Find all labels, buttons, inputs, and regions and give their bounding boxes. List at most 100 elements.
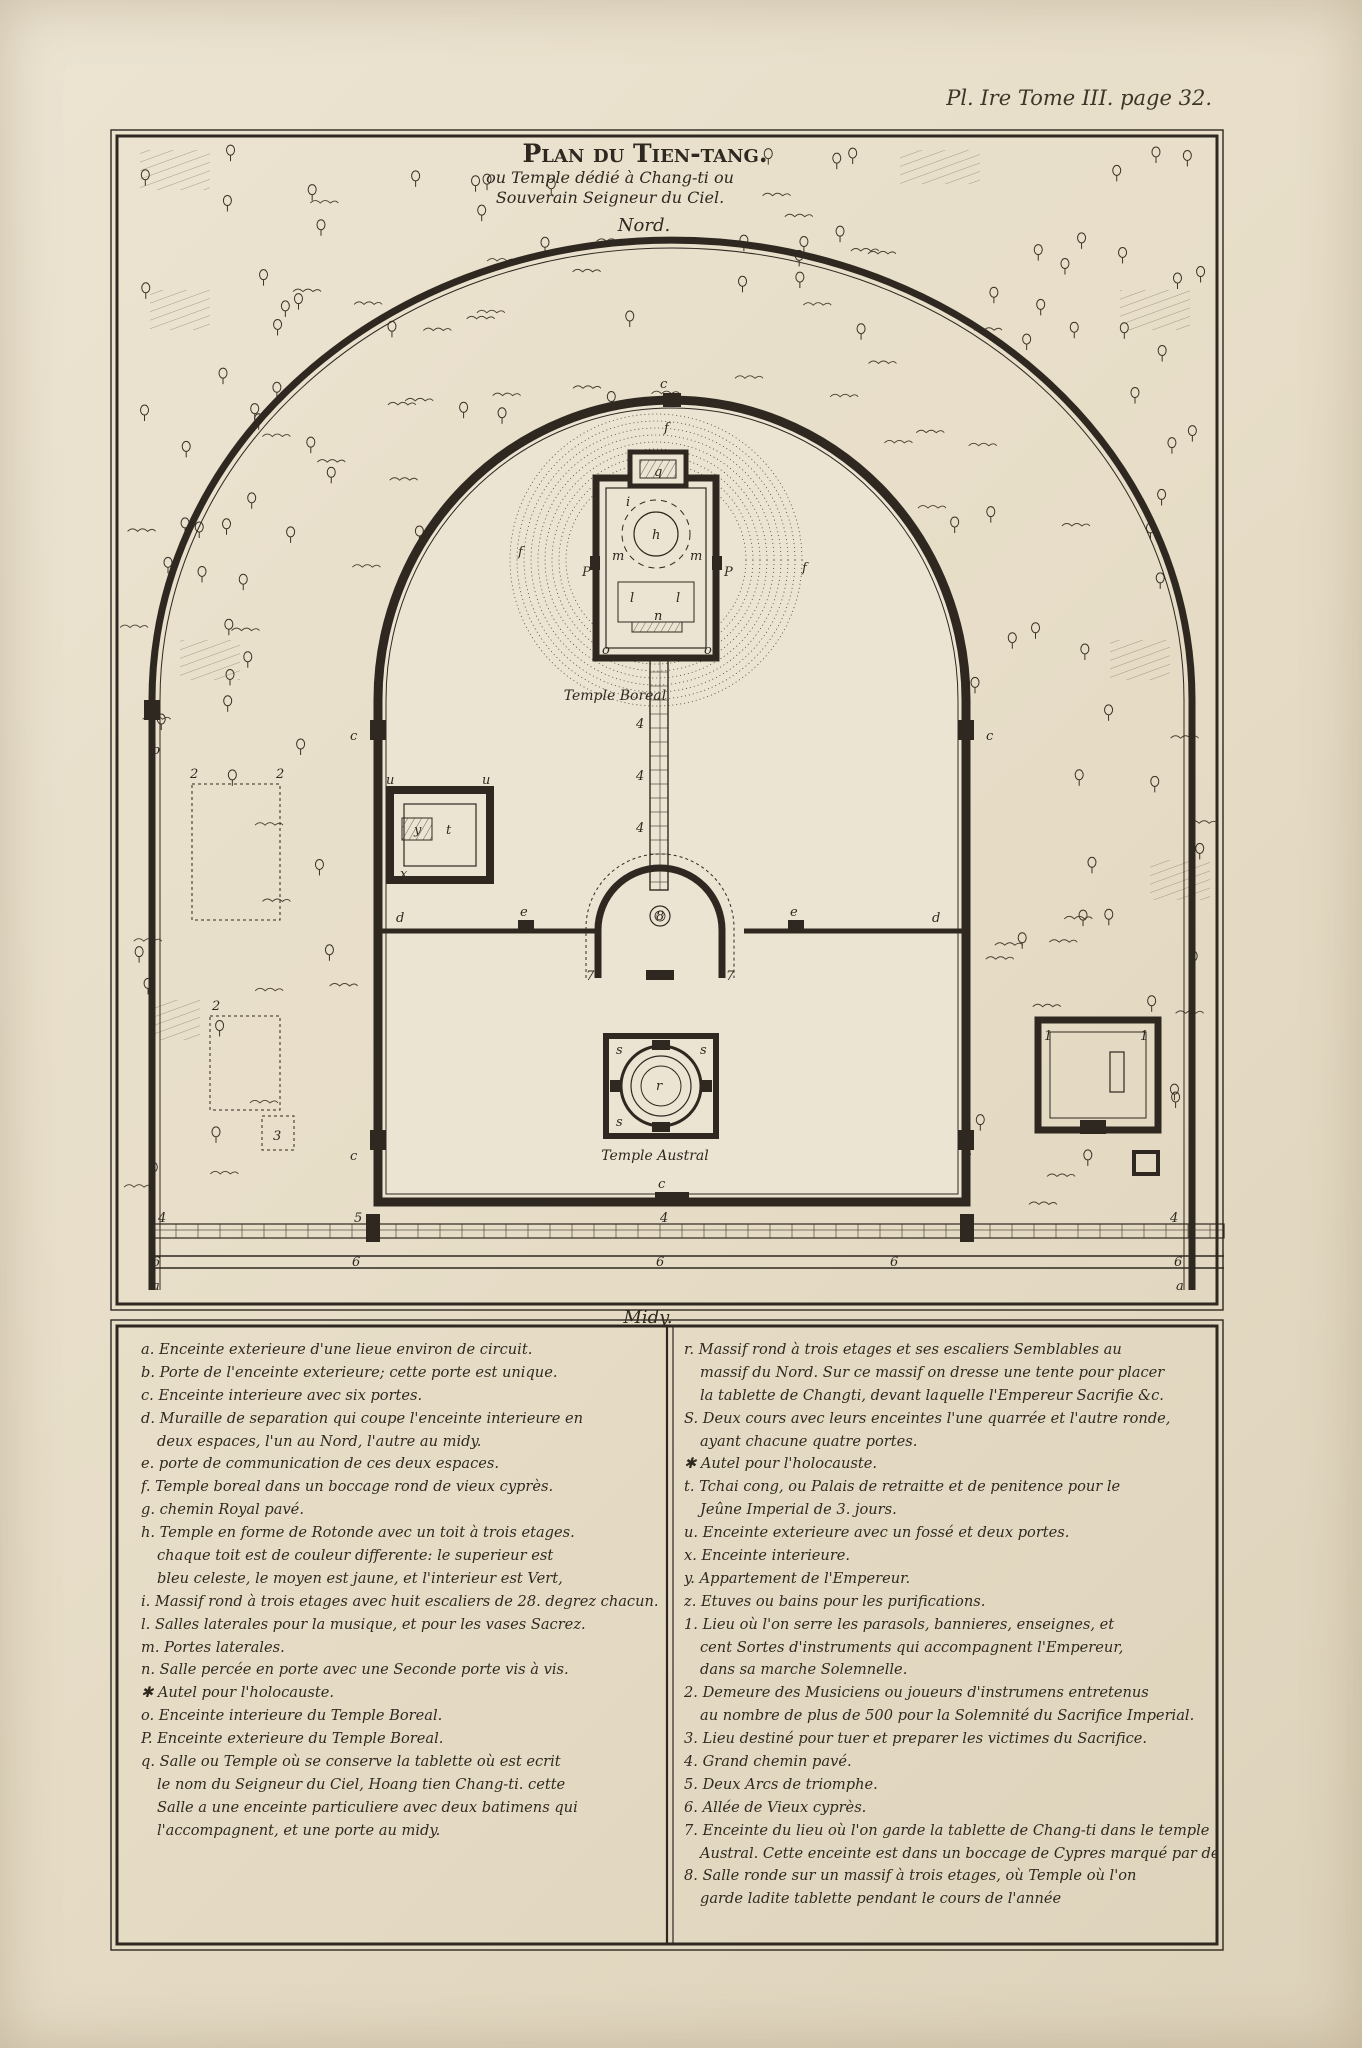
legend-line: cent Sortes d'instruments qui accompagne… <box>700 1638 1124 1656</box>
letter-c-north: c <box>660 377 668 392</box>
tree-icon <box>296 738 306 756</box>
tree-icon <box>134 946 144 963</box>
num-4-b: 4 <box>635 769 644 784</box>
legend-line: e. porte de communication de ces deux es… <box>141 1455 500 1473</box>
letter-c-ne: c <box>986 729 994 744</box>
legend-line: b. Porte de l'enceinte exterieure; cette… <box>141 1363 558 1381</box>
tree-icon <box>280 300 290 317</box>
legend-line: l. Salles laterales pour la musique, et … <box>141 1615 586 1633</box>
countryside-texture <box>119 144 1218 1206</box>
tree-icon <box>163 556 173 574</box>
separation-wall <box>382 920 962 934</box>
tree-icon <box>273 318 283 336</box>
field-patch <box>1150 860 1210 900</box>
tree-icon <box>387 320 397 338</box>
legend-table: a. Enceinte exterieure d'une lieue envir… <box>117 1327 1223 1942</box>
legend-line: n. Salle percée en porte avec une Second… <box>141 1661 569 1679</box>
grass-tuft <box>353 301 383 306</box>
tree-icon <box>795 271 805 289</box>
grass-tuft <box>1028 1201 1058 1206</box>
tree-icon <box>140 404 150 422</box>
map-subtitle-line1: ou Temple dédié à Chang-ti ou <box>486 168 734 187</box>
legend-line: P. Enceinte exterieure du Temple Boreal. <box>141 1730 444 1748</box>
letter-c-nw: c <box>350 729 358 744</box>
tree-icon <box>1112 164 1122 182</box>
tree-icon <box>1195 842 1205 860</box>
tree-icon <box>832 152 842 170</box>
tree-icon <box>324 944 334 961</box>
legend-line: u. Enceinte exterieure avec un fossé et … <box>684 1524 1070 1542</box>
num-4-road-west: 4 <box>157 1211 166 1226</box>
grass-tuft <box>1048 939 1078 943</box>
letter-e-west: e <box>520 905 528 920</box>
tree-icon <box>848 147 858 165</box>
legend-line: i. Massif rond à trois etages avec huit … <box>141 1592 659 1610</box>
field-patch <box>900 150 980 184</box>
tree-icon <box>1074 769 1084 786</box>
tree-icon <box>477 204 487 222</box>
num-4-road-mid: 4 <box>659 1211 668 1226</box>
letter-i: i <box>626 495 630 510</box>
legend-line: 6. Allée de Vieux cyprès. <box>684 1798 867 1816</box>
grass-tuft <box>404 397 434 402</box>
grass-tuft <box>133 938 163 942</box>
legend-line: g. chemin Royal pavé. <box>141 1501 304 1519</box>
grass-tuft <box>572 385 602 390</box>
grass-tuft <box>309 200 339 204</box>
legend-line: au nombre de plus de 500 pour la Solemni… <box>700 1707 1195 1725</box>
grass-tuft <box>651 390 680 395</box>
tree-icon <box>222 518 232 535</box>
field-patch <box>180 640 240 680</box>
grass-tuft <box>292 288 322 293</box>
tree-icon <box>1017 932 1027 949</box>
tree-icon <box>1157 488 1167 506</box>
legend-left-column: a. Enceinte exterieure d'une lieue envir… <box>117 1327 665 1942</box>
legend-right-column: r. Massif rond à trois etages et ses esc… <box>670 1327 1223 1942</box>
legend-line: 7. Enceinte du lieu où l'on garde la tab… <box>684 1821 1210 1839</box>
grass-tuft <box>329 983 359 987</box>
palace-of-abstinence <box>386 786 494 884</box>
grass-tuft <box>209 1170 239 1175</box>
num-2-sw: 2 <box>211 999 220 1014</box>
letter-a-east: a <box>1176 1279 1184 1294</box>
tree-icon <box>141 282 151 299</box>
legend-line: 2. Demeure des Musiciens ou joueurs d'in… <box>684 1684 1149 1702</box>
field-patch <box>1110 640 1170 680</box>
legend-line: d. Muraille de separation qui coupe l'en… <box>141 1409 584 1427</box>
letter-y: y <box>413 823 422 838</box>
legend-line: m. Portes laterales. <box>141 1638 285 1656</box>
letter-a: a <box>152 1279 160 1294</box>
temple-austral-compound <box>603 1033 719 1139</box>
grass-tuft <box>850 248 880 252</box>
legend-line: q. Salle ou Temple où se conserve la tab… <box>141 1753 561 1771</box>
tree-icon <box>1171 1091 1181 1109</box>
tree-icon <box>1007 632 1017 649</box>
num-8: 8 <box>656 909 664 924</box>
field-patch <box>140 150 210 190</box>
tree-icon <box>546 178 556 195</box>
tree-icon <box>763 148 773 165</box>
num-6-a: 6 <box>152 1255 160 1270</box>
tree-icon <box>950 516 960 533</box>
legend-line: massif du Nord. Sur ce massif on dresse … <box>700 1363 1165 1381</box>
legend-line: 8. Salle ronde sur un massif à trois eta… <box>684 1867 1137 1885</box>
tree-icon <box>625 310 635 327</box>
tree-icon <box>1151 146 1161 163</box>
letter-m-west: m <box>612 549 624 564</box>
tree-icon <box>1060 258 1070 275</box>
tree-icon <box>259 269 269 286</box>
temple-boreal-compound <box>590 449 722 662</box>
letter-f-east: f <box>801 561 809 576</box>
tree-icon <box>1087 856 1097 874</box>
grass-tuft <box>352 564 381 568</box>
tree-icon <box>215 1019 225 1037</box>
legend-line: ✱ Autel pour l'holocauste. <box>684 1455 877 1473</box>
num-6-e: 6 <box>1174 1255 1182 1270</box>
map-subtitle-line2: Souverain Seigneur du Ciel. <box>496 188 724 207</box>
letter-s-nw: s <box>616 1043 623 1058</box>
letter-h: h <box>652 528 660 543</box>
tree-icon <box>326 466 336 484</box>
grass-tuft <box>734 375 764 379</box>
legend-line: r. Massif rond à trois etages et ses esc… <box>684 1341 1122 1358</box>
grass-tuft <box>1046 1173 1076 1178</box>
